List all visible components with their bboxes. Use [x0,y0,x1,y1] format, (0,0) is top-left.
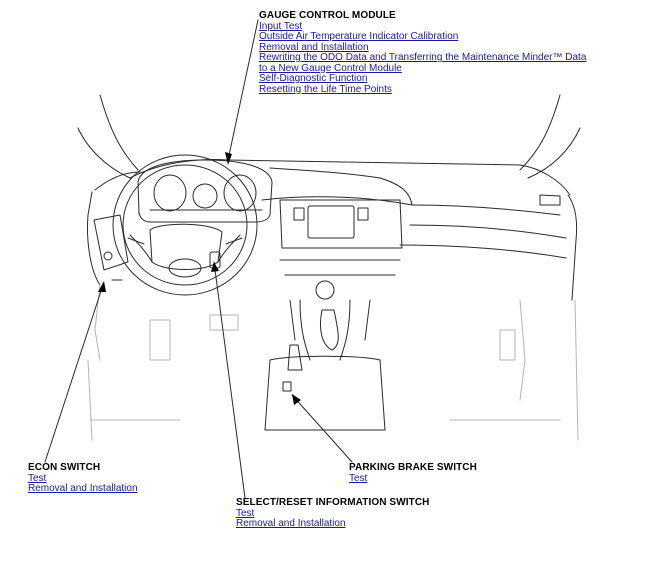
outside-air-temp-calibration-link[interactable]: Outside Air Temperature Indicator Calibr… [259,31,459,42]
resetting-life-time-points-link[interactable]: Resetting the Life Time Points [259,83,392,95]
parking-brake-switch-callout: PARKING BRAKE SWITCH Test [349,462,477,484]
select-reset-test-link[interactable]: Test [236,507,255,519]
econ-switch-title: ECON SWITCH [28,462,101,473]
dashboard-top [129,159,571,196]
input-test-link[interactable]: Input Test [259,20,303,32]
right-a-pillar [527,127,581,179]
select-reset-leader [213,261,246,499]
parking-brake-switch-shape [282,381,292,392]
arrowhead-select [211,262,219,272]
self-diagnostic-link[interactable]: Self-Diagnostic Function [259,73,368,84]
select-reset-removal-installation-link[interactable]: Removal and Installation [236,518,346,529]
center-console [264,355,386,431]
gauge-removal-installation-link[interactable]: Removal and Installation [259,41,369,53]
econ-switch-leader [44,284,104,463]
select-reset-switch-callout: SELECT/RESET INFORMATION SWITCH Test Rem… [236,497,430,530]
econ-switch-shape [103,251,113,261]
parking-brake-leader [291,394,353,463]
left-a-pillar [77,127,131,179]
right-a-pillar-inner [519,94,561,171]
parking-brake-switch-title: PARKING BRAKE SWITCH [349,462,477,473]
select-reset-switch-title: SELECT/RESET INFORMATION SWITCH [236,497,430,508]
left-a-pillar-inner [99,94,139,171]
gauge-cluster-hood [137,159,273,223]
rewriting-odo-link[interactable]: Rewriting the ODO Data and Transferring … [259,52,587,63]
center-display [307,205,355,239]
econ-test-link[interactable]: Test [28,472,47,484]
parking-brake-test-link[interactable]: Test [349,472,368,484]
steering-wheel-rim [112,154,258,296]
gauge-control-module-title: GAUGE CONTROL MODULE [259,10,396,21]
econ-switch-callout: ECON SWITCH Test Removal and Installatio… [28,462,138,495]
arrowhead-parking [292,394,301,405]
gauge-module-leader [227,19,259,161]
arrowhead-econ [98,281,106,292]
econ-removal-installation-link[interactable]: Removal and Installation [28,483,138,494]
gauge-control-module-callout: GAUGE CONTROL MODULE Input Test Outside … [259,10,587,95]
rewriting-odo-link-continued[interactable]: to a New Gauge Control Module [259,62,402,74]
arrowhead-gauge [225,152,232,165]
